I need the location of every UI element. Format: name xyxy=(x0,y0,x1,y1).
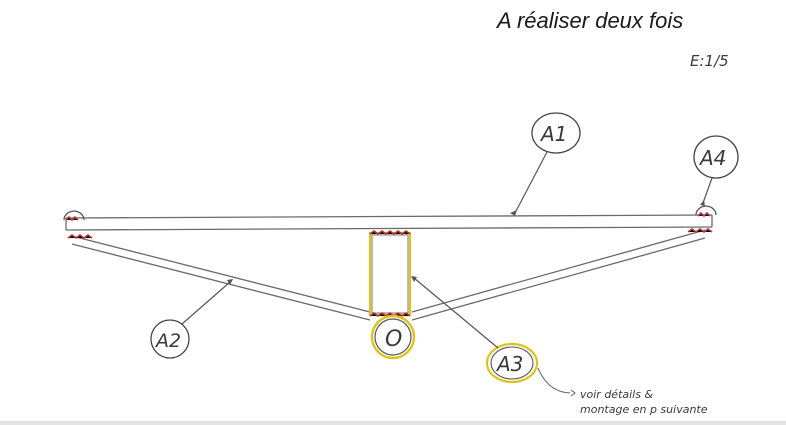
hub-label: O xyxy=(385,327,402,352)
vertical-post-a3 xyxy=(368,231,412,317)
strut-right xyxy=(411,229,706,321)
svg-text:A1: A1 xyxy=(539,122,567,146)
page-bottom-edge xyxy=(0,421,786,425)
callout-a3: A3 xyxy=(411,276,576,397)
detail-note: voir détails & montage en p suivante xyxy=(580,388,708,416)
strut-left-a2 xyxy=(71,235,371,321)
svg-text:A4: A4 xyxy=(698,146,726,170)
svg-text:A3: A3 xyxy=(495,352,523,376)
callout-a2: A2 xyxy=(150,279,233,359)
right-end-cap xyxy=(695,205,717,216)
hub-circle: O xyxy=(370,314,416,360)
svg-text:voir détails &: voir détails & xyxy=(580,388,653,401)
weld-marks xyxy=(65,211,713,317)
top-bar-a1 xyxy=(65,214,713,231)
svg-text:A2: A2 xyxy=(154,330,181,352)
callout-a1: A1 xyxy=(510,112,581,216)
callout-a4: A4 xyxy=(693,135,739,206)
left-end-cap xyxy=(63,210,85,221)
page-title: A réaliser deux fois xyxy=(497,8,684,33)
scale-label: E:1/5 xyxy=(690,52,729,70)
svg-text:montage en p suivante: montage en p suivante xyxy=(580,403,708,416)
